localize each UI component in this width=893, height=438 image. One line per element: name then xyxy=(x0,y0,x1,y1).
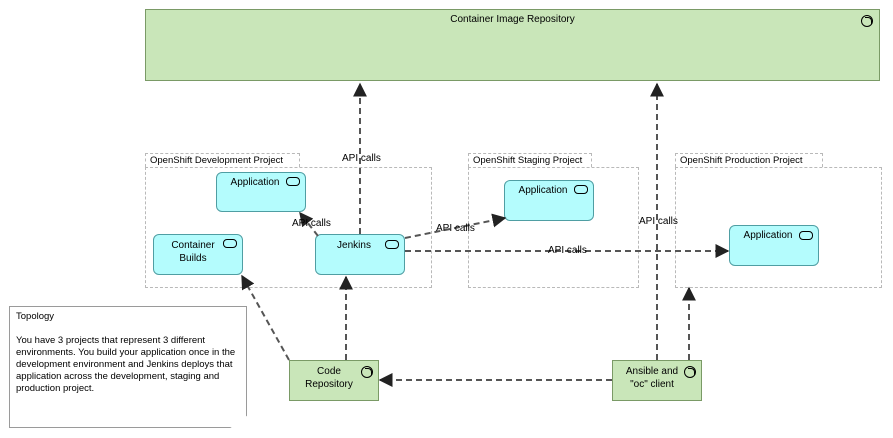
prod-project-tab: OpenShift Production Project xyxy=(675,153,823,167)
edge-label-api-calls: API calls xyxy=(292,218,331,229)
service-icon xyxy=(574,185,588,194)
node-icon xyxy=(861,15,873,27)
dev-project-tab: OpenShift Development Project xyxy=(145,153,300,167)
dev-application[interactable]: Application xyxy=(216,172,306,212)
container-builds[interactable]: Container Builds xyxy=(153,234,243,275)
container-builds-label: Container Builds xyxy=(171,240,215,264)
prod-project-group[interactable] xyxy=(675,167,882,288)
ansible-oc-client-label: Ansible and "oc" client xyxy=(625,366,679,390)
prod-application[interactable]: Application xyxy=(729,225,819,266)
service-icon xyxy=(286,177,300,186)
edge-label-api-calls: API calls xyxy=(548,245,587,256)
edge-label-api-calls: API calls xyxy=(436,223,475,234)
edge-jenkins-staging-application[interactable] xyxy=(404,213,507,239)
staging-application-label: Application xyxy=(518,185,568,196)
edge-jenkins-dev-application[interactable] xyxy=(299,211,319,237)
dev-project-group[interactable] xyxy=(145,167,432,288)
jenkins-label: Jenkins xyxy=(337,240,371,251)
service-icon xyxy=(223,239,237,248)
node-icon xyxy=(684,366,696,378)
service-icon xyxy=(799,231,813,240)
note-body: You have 3 projects that represent 3 dif… xyxy=(16,335,236,394)
code-repository-label: Code Repository xyxy=(305,366,353,390)
prod-application-label: Application xyxy=(743,230,793,241)
node-icon xyxy=(361,366,373,378)
edge-code-repository-builds[interactable] xyxy=(241,274,290,361)
edge-label-api-calls: API calls xyxy=(342,153,381,164)
staging-project-group[interactable] xyxy=(468,167,639,288)
note-title: Topology xyxy=(16,311,55,322)
container-image-repository[interactable]: Container Image Repository xyxy=(145,9,880,81)
ansible-oc-client[interactable]: Ansible and "oc" client xyxy=(612,360,702,401)
staging-project-tab: OpenShift Staging Project xyxy=(468,153,592,167)
topology-note[interactable]: Topology You have 3 projects that repres… xyxy=(9,306,247,428)
service-icon xyxy=(385,240,399,249)
staging-application[interactable]: Application xyxy=(504,180,594,221)
jenkins[interactable]: Jenkins xyxy=(315,234,405,275)
dev-application-label: Application xyxy=(230,177,280,188)
code-repository[interactable]: Code Repository xyxy=(289,360,379,401)
edge-label-api-calls: API calls xyxy=(639,216,678,227)
repository-label: Container Image Repository xyxy=(450,14,575,25)
